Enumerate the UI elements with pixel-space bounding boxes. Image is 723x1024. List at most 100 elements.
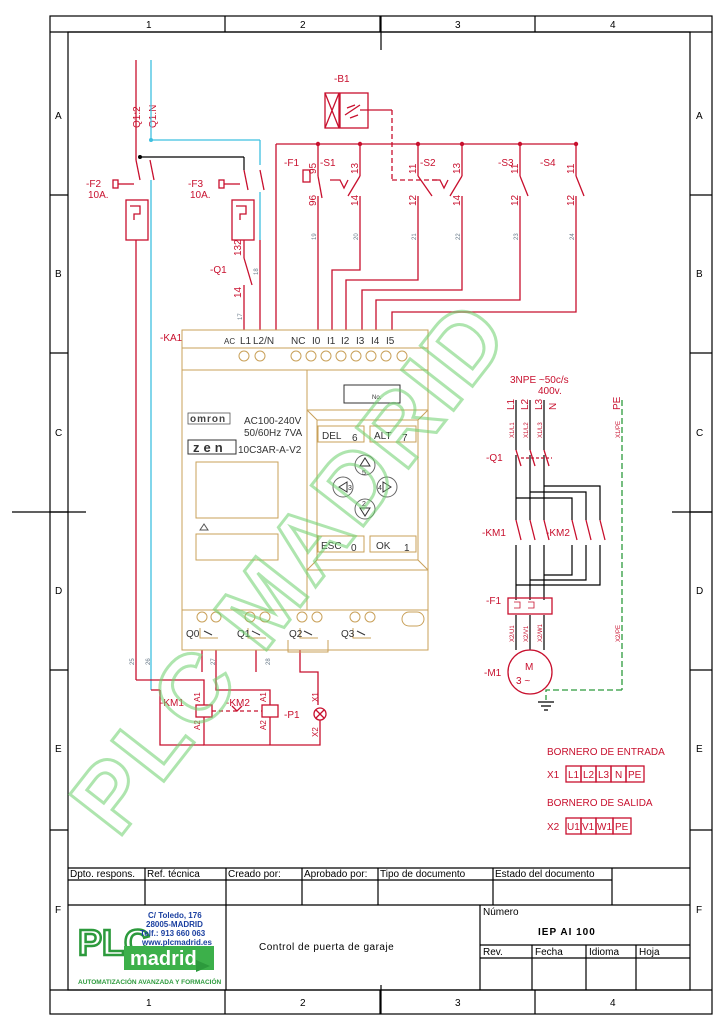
fuse-f2-rating: 10A.	[88, 190, 109, 201]
bornero-entrada-x1: X1	[547, 770, 560, 781]
x2-term-v1: V1	[582, 822, 595, 833]
company-web: www.plcmadrid.es	[141, 938, 212, 947]
input-s1-label: -S1	[320, 158, 336, 169]
control-circuit: Q1:2 Q1:N -F2 10A. -F3 10A. -Q1	[86, 60, 585, 746]
terminal-nc: NC	[291, 336, 305, 347]
key-ok-num: 1	[404, 543, 410, 554]
col-3-bottom: 3	[455, 998, 461, 1009]
row-a-right: A	[696, 111, 703, 122]
plc-logo: zen	[193, 440, 227, 455]
input-s4-label: -S4	[540, 158, 556, 169]
q1-contact-label: -Q1	[210, 265, 227, 276]
bornero-salida-title: BORNERO DE SALIDA	[547, 798, 653, 809]
output-q0: Q0	[186, 629, 200, 640]
col-1-top: 1	[146, 20, 152, 31]
logo-word: madrid	[130, 948, 197, 970]
s2-term-12: 12	[408, 194, 419, 206]
plc-voltage: AC100-240V	[244, 416, 302, 427]
q1-term-13: 13	[233, 244, 244, 256]
wire-22: 22	[456, 233, 462, 240]
bornero-salida-x2: X2	[547, 822, 560, 833]
f1-term-95: 95	[308, 162, 319, 174]
row-b-left: B	[55, 269, 62, 280]
terminal-i0: I0	[312, 336, 321, 347]
col-4-bottom: 4	[610, 998, 616, 1009]
power-km2-label: -KM2	[546, 528, 570, 539]
tb-hoja: Hoja	[639, 947, 660, 958]
row-d-right: D	[696, 586, 703, 597]
power-f1-label: -F1	[486, 596, 501, 607]
tb-fecha: Fecha	[535, 947, 563, 958]
plc-model: 10C3AR-A-V2	[238, 445, 302, 456]
power-voltage-label: 400v.	[538, 386, 562, 397]
tb-idioma: Idioma	[589, 947, 619, 958]
wire-19: 19	[312, 233, 318, 240]
numero-label: Número	[483, 907, 519, 918]
x2-term-w1: W1	[597, 822, 612, 833]
motor-m: M	[525, 662, 533, 673]
power-km1-label: -KM1	[482, 528, 506, 539]
company-logo: PLC madrid AUTOMATIZACIÓN AVANZADA Y FOR…	[77, 921, 222, 986]
terminal-l2n: L2/N	[253, 336, 274, 347]
col-4-top: 4	[610, 20, 616, 31]
terminal-i4: I4	[371, 336, 380, 347]
p1-x1: X1	[311, 692, 320, 702]
key-alt: ALT	[374, 431, 392, 442]
p1-x2: X2	[311, 727, 320, 737]
drawing-number: IEP AI 100	[538, 927, 596, 938]
x2-term-u1: U1	[567, 822, 580, 833]
q1-term-2: 2	[233, 239, 244, 245]
company-tagline: AUTOMATIZACIÓN AVANZADA Y FORMACIÓN	[78, 977, 222, 986]
x1-l2: X1/L2	[524, 422, 530, 438]
terminal-i5: I5	[386, 336, 395, 347]
wire-21: 21	[412, 233, 418, 240]
x1-term-l1: L1	[568, 770, 580, 781]
wire-18: 18	[254, 268, 260, 275]
s3-term-11: 11	[510, 163, 521, 174]
drawing-frame: 1 2 3 4 1 2 3 4 A B C D E F A B C D E F	[12, 15, 713, 1015]
tb-estado: Estado del documento	[495, 869, 595, 880]
x1-term-l3: L3	[598, 770, 610, 781]
terminal-i1: I1	[327, 336, 336, 347]
key-esc: ESC	[321, 541, 342, 552]
phase-n: N	[548, 403, 559, 410]
x2-term-pe: PE	[615, 822, 629, 833]
title-block: Dpto. respons. Ref. técnica Creado por: …	[68, 867, 690, 990]
terminal-blocks: BORNERO DE ENTRADA X1 L1 L2 L3 N PE BORN…	[547, 747, 665, 835]
phase-l1: L1	[506, 398, 517, 410]
fuse-f2-label: -F2	[86, 179, 101, 190]
phase-l2: L2	[520, 398, 531, 410]
b1-label: -B1	[334, 74, 350, 85]
x1-l1: X1/L1	[510, 422, 516, 438]
col-2-top: 2	[300, 20, 306, 31]
key-alt-num: 7	[402, 433, 408, 444]
km1-a2: A2	[193, 720, 202, 730]
x1-l3: X1/L3	[538, 422, 544, 438]
input-s3-label: -S3	[498, 158, 514, 169]
row-c-left: C	[55, 428, 62, 439]
tb-aprobado: Aprobado por:	[304, 869, 367, 880]
x1-pe: X1/PE	[616, 421, 622, 438]
s2-term-14: 14	[452, 194, 463, 206]
s1-term-13: 13	[350, 162, 361, 174]
fuse-f3-label: -F3	[188, 179, 203, 190]
row-a-left: A	[55, 111, 62, 122]
km2-a1: A1	[259, 692, 268, 702]
x2-pe: X2/PE	[616, 625, 622, 642]
x2-u1: X2/U1	[510, 625, 516, 642]
row-e-right: E	[696, 744, 703, 755]
company-address2: 28005-MADRID	[146, 920, 203, 929]
power-q1-label: -Q1	[486, 453, 503, 464]
terminal-i2: I2	[341, 336, 350, 347]
tb-creado: Creado por:	[228, 869, 281, 880]
s4-term-11: 11	[566, 163, 577, 174]
row-c-right: C	[696, 428, 703, 439]
output-q2: Q2	[289, 629, 303, 640]
row-f-left: F	[55, 905, 61, 916]
drawing-title: Control de puerta de garaje	[259, 942, 394, 953]
plc-input-terminals: AC L1 L2/N NC I0 I1 I2 I3 I4 I5	[224, 336, 408, 362]
s1-term-14: 14	[350, 194, 361, 206]
col-1-bottom: 1	[146, 998, 152, 1009]
row-b-right: B	[696, 269, 703, 280]
